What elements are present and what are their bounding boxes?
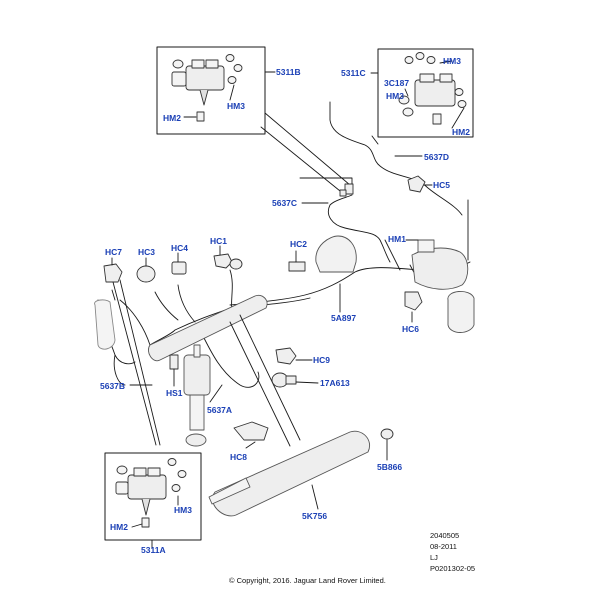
label-5637b: 5637B xyxy=(100,381,126,391)
air-tank-upper xyxy=(148,294,268,362)
drawing-reference: P0201302-05 xyxy=(430,564,476,573)
label-hc1: HC1 xyxy=(210,236,228,246)
label-5a897: 5A897 xyxy=(331,313,357,323)
air-spring-rear xyxy=(315,235,357,273)
clip-hc4 xyxy=(171,261,187,275)
right-module xyxy=(411,239,469,290)
label-hm3-r: HM3 xyxy=(443,56,461,66)
label-hm3-b: HM3 xyxy=(174,505,192,515)
air-reservoir-5k756 xyxy=(208,430,370,517)
clip-hc2 xyxy=(288,261,306,272)
label-5311b: 5311B xyxy=(276,67,301,77)
label-5b866: 5B866 xyxy=(377,462,403,472)
label-hm2-r: HM2 xyxy=(452,127,470,137)
sensor-hs1 xyxy=(169,354,179,370)
label-hc4: HC4 xyxy=(171,243,189,253)
label-hc2: HC2 xyxy=(290,239,308,249)
copyright-notice: © Copyright, 2016. Jaguar Land Rover Lim… xyxy=(229,576,386,585)
label-hs1: HS1 xyxy=(166,388,183,398)
label-hc8: HC8 xyxy=(230,452,248,462)
bracket-hc8 xyxy=(233,421,269,441)
clip-hc6 xyxy=(404,291,423,311)
label-hm3-top: HM3 xyxy=(227,101,245,111)
harness-5637d xyxy=(329,101,463,216)
air-spring-front-left xyxy=(94,299,116,350)
clip-hc7 xyxy=(103,263,123,283)
label-5637a: 5637A xyxy=(207,405,233,415)
label-hc9: HC9 xyxy=(313,355,331,365)
air-spring-right xyxy=(447,291,475,333)
grommet-5b866 xyxy=(380,428,394,440)
clip-hc9 xyxy=(275,347,297,365)
harness-5637a xyxy=(119,299,241,346)
shock-absorber-front xyxy=(183,344,211,447)
label-hm3-r2: HM3 xyxy=(386,91,404,101)
inset-box-5311c xyxy=(377,48,474,138)
inset-box-5311a xyxy=(104,452,202,541)
label-hc7: HC7 xyxy=(105,247,123,257)
label-hc3: HC3 xyxy=(138,247,156,257)
label-17a613: 17A613 xyxy=(320,378,350,388)
connector-hc5 xyxy=(407,175,426,193)
label-hc5: HC5 xyxy=(433,180,451,190)
sensor-assembly-top-right xyxy=(398,52,467,125)
drawing-date: 08-2011 xyxy=(430,542,457,551)
drawing-code: 2040505 xyxy=(430,531,460,540)
harness-5637c xyxy=(299,177,391,263)
label-5311c: 5311C xyxy=(341,68,366,78)
label-5637c: 5637C xyxy=(272,198,298,208)
sensor-assembly-top-left xyxy=(171,54,243,122)
sensor-assembly-bottom-left xyxy=(115,458,187,528)
drawing-initials: LJ xyxy=(430,553,438,562)
label-3c187: 3C187 xyxy=(384,78,410,88)
inset-box-5311b xyxy=(156,46,266,135)
label-hm2-b: HM2 xyxy=(110,522,128,532)
label-5311a: 5311A xyxy=(141,545,166,555)
label-5k756: 5K756 xyxy=(302,511,328,521)
valve-17a613 xyxy=(271,372,297,388)
label-5637d: 5637D xyxy=(424,152,450,162)
clip-hc1 xyxy=(213,253,243,270)
clip-hc3 xyxy=(136,265,156,283)
label-hm1: HM1 xyxy=(388,234,406,244)
label-hm2-top: HM2 xyxy=(163,113,181,123)
label-hc6: HC6 xyxy=(402,324,420,334)
